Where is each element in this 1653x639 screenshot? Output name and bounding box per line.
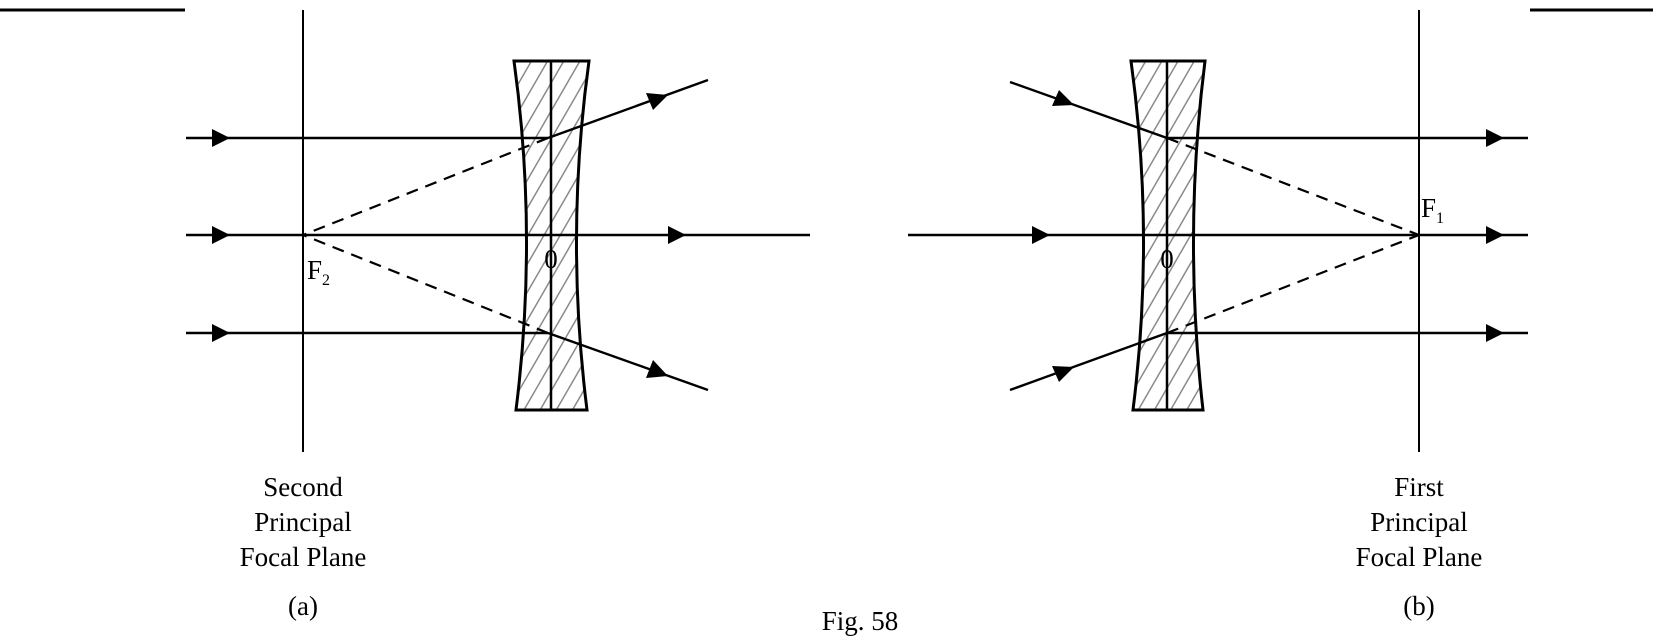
arrow-a-top-incident (212, 129, 230, 147)
panel-a: 0 F2 Second Principal Focal Plane (a) (186, 10, 810, 621)
second-plane-caption-line1: Second (263, 472, 343, 502)
panel-b-tag: (b) (1403, 591, 1434, 621)
arrow-a-top-refracted (646, 93, 668, 110)
focus-f1-label: F1 (1421, 193, 1444, 227)
arrow-b-axis-right (1486, 226, 1504, 244)
figure-caption: Fig. 58 (822, 606, 899, 636)
first-plane-caption-line3: Focal Plane (1356, 542, 1483, 572)
ray-b-bottom-incident (1009, 331, 1168, 392)
arrow-b-axis-left (1032, 226, 1050, 244)
arrow-b-top-incident (1052, 90, 1074, 106)
second-plane-caption-line3: Focal Plane (240, 542, 367, 572)
arrow-b-bottom-emergent (1486, 324, 1504, 342)
ray-a-top-extension (302, 136, 549, 237)
ray-b-bottom-extension (1166, 233, 1420, 335)
focus-f1-subscript: 1 (1436, 210, 1444, 227)
arrow-b-top-emergent (1486, 129, 1504, 147)
arrow-a-bottom-incident (212, 324, 230, 342)
ray-a-bottom-extension (302, 233, 549, 335)
panel-b: 0 F1 First Principal Focal Plane (b) (908, 10, 1528, 621)
panel-a-tag: (a) (288, 591, 318, 621)
arrow-a-axis-left (212, 226, 230, 244)
focus-f2-letter: F (307, 255, 322, 285)
focus-f2-label: F2 (307, 255, 330, 289)
first-plane-caption-line1: First (1394, 472, 1444, 502)
ray-b-top-extension (1166, 136, 1420, 237)
first-plane-caption-line2: Principal (1370, 507, 1467, 537)
ray-a-top-refracted (547, 78, 709, 140)
second-plane-caption-line2: Principal (254, 507, 351, 537)
focus-f2-subscript: 2 (322, 272, 330, 289)
arrow-a-axis-right (668, 226, 686, 244)
lens-a-center-label: 0 (544, 244, 558, 274)
lens-b-center-label: 0 (1160, 244, 1174, 274)
arrow-a-bottom-refracted (646, 360, 668, 378)
arrow-b-bottom-incident (1052, 366, 1074, 382)
ray-a-bottom-refracted (547, 331, 709, 392)
focus-f1-letter: F (1421, 193, 1436, 223)
ray-b-top-incident (1009, 80, 1168, 140)
